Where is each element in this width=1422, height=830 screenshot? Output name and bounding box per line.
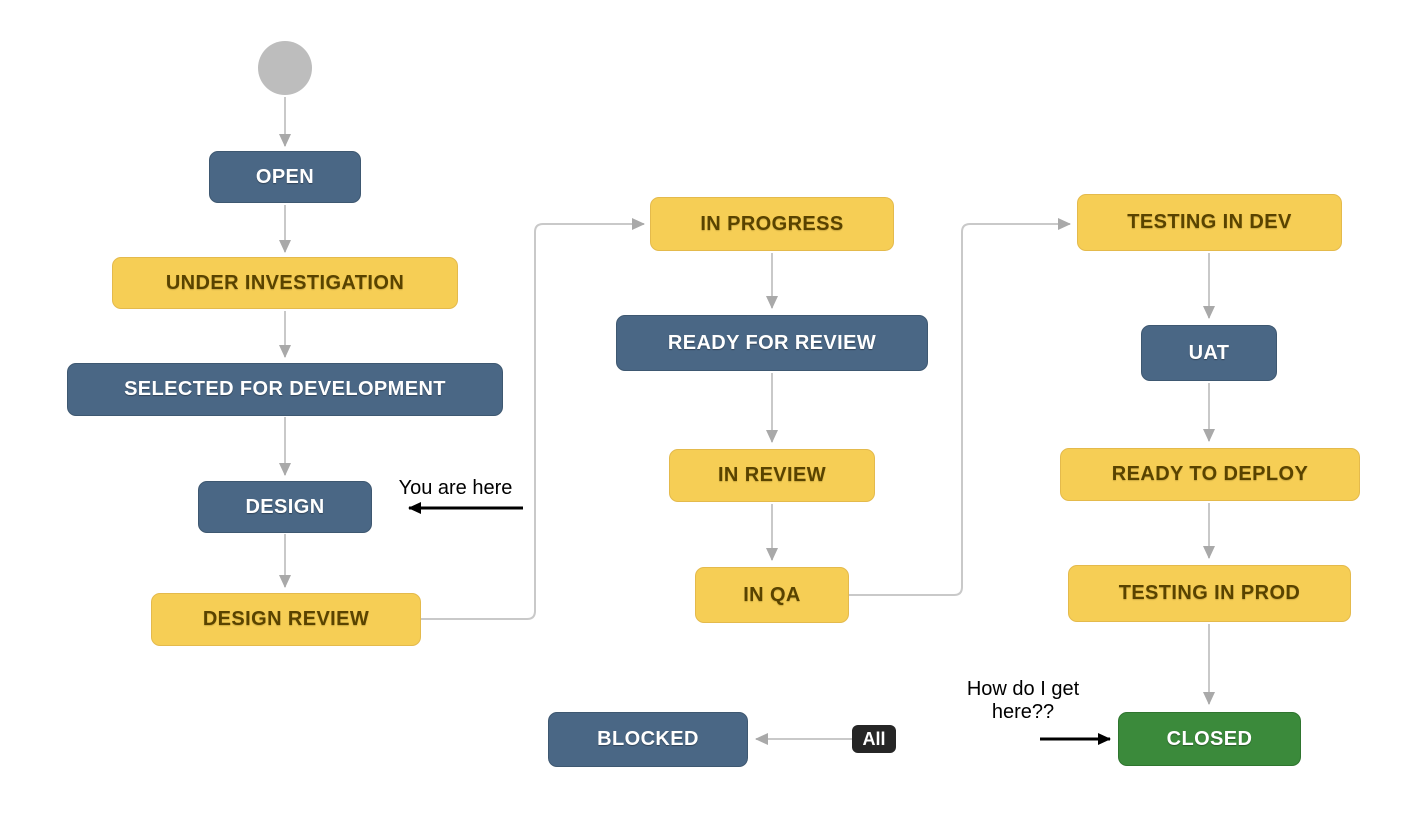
- node-uat[interactable]: UAT: [1141, 325, 1277, 381]
- connector-in-qa-to-testing-in-dev: [849, 218, 1071, 596]
- node-testing-in-dev[interactable]: TESTING IN DEV: [1077, 194, 1342, 251]
- all-transition-badge[interactable]: All: [852, 725, 896, 753]
- start-node-circle[interactable]: [258, 41, 312, 95]
- node-under-investigation[interactable]: UNDER INVESTIGATION: [112, 257, 458, 309]
- node-open[interactable]: OPEN: [209, 151, 361, 203]
- node-ready-to-deploy[interactable]: READY TO DEPLOY: [1060, 448, 1360, 501]
- node-testing-in-prod[interactable]: TESTING IN PROD: [1068, 565, 1351, 622]
- node-ready-for-review[interactable]: READY FOR REVIEW: [616, 315, 928, 371]
- node-design[interactable]: DESIGN: [198, 481, 372, 533]
- node-blocked[interactable]: BLOCKED: [548, 712, 748, 767]
- connector-design-review-to-in-progress: [421, 218, 645, 620]
- node-closed[interactable]: CLOSED: [1118, 712, 1301, 766]
- you-are-here-label: You are here: [398, 477, 513, 499]
- node-in-qa[interactable]: IN QA: [695, 567, 849, 623]
- node-selected-for-development[interactable]: SELECTED FOR DEVELOPMENT: [67, 363, 503, 416]
- node-in-review[interactable]: IN REVIEW: [669, 449, 875, 502]
- how-do-i-get-here-label: How do I get here??: [966, 678, 1080, 723]
- node-design-review[interactable]: DESIGN REVIEW: [151, 593, 421, 646]
- node-in-progress[interactable]: IN PROGRESS: [650, 197, 894, 251]
